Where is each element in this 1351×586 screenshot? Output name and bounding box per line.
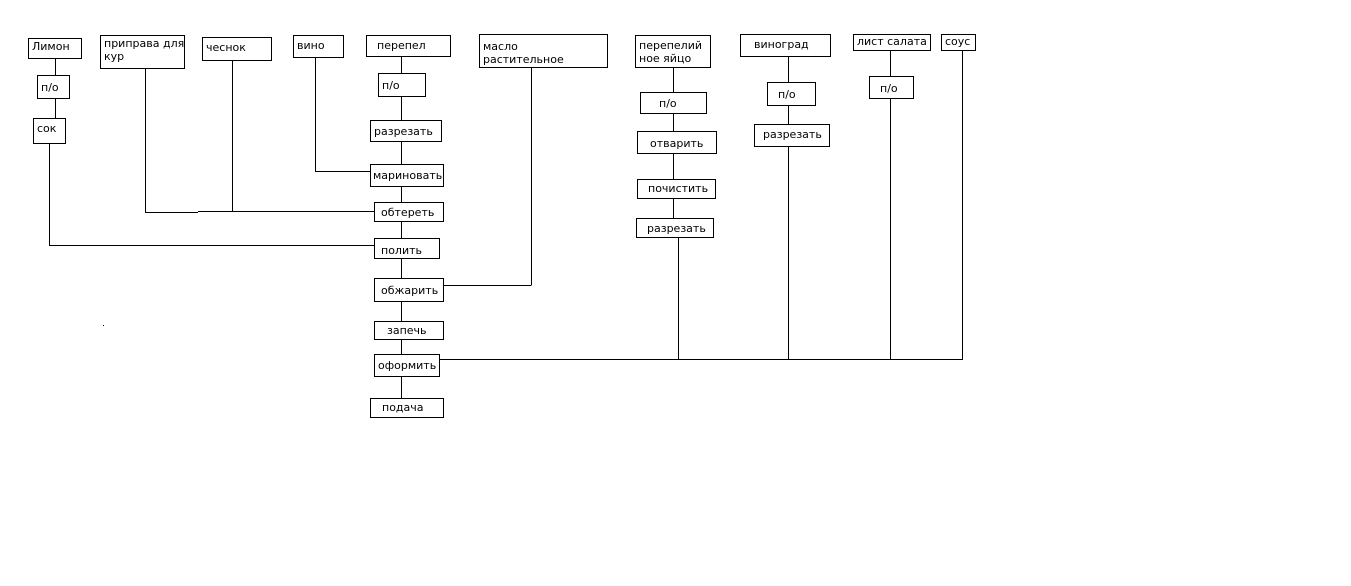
- cut-grapes-box: разрезать: [754, 124, 830, 147]
- sauce-box: соус: [941, 34, 976, 51]
- rub-box: обтереть: [374, 202, 444, 222]
- grapes-peel-box: п/о: [767, 82, 816, 106]
- cut-egg-box: разрезать: [636, 218, 714, 238]
- wine-box: вино: [293, 35, 344, 58]
- pour-box: полить: [374, 238, 440, 259]
- cut-quail-box: разрезать: [370, 120, 442, 142]
- boil-box: отварить: [637, 131, 717, 154]
- grapes-box: виноград: [740, 34, 831, 57]
- vegetable-oil-box: масло растительное: [479, 34, 608, 68]
- lemon-box: Лимон: [28, 38, 82, 59]
- lettuce-peel-box: п/о: [869, 76, 914, 99]
- marinate-box: мариновать: [370, 164, 444, 187]
- peel-egg-box: почистить: [637, 179, 716, 199]
- lemon-peel-box: п/о: [37, 75, 70, 99]
- garlic-box: чеснок: [202, 37, 272, 61]
- quail-peel-box: п/о: [378, 73, 426, 97]
- stray-dot: [103, 325, 104, 326]
- serve-box: подача: [370, 398, 444, 418]
- juice-box: сок: [33, 118, 66, 144]
- chicken-seasoning-box: приправа для кур: [100, 35, 185, 69]
- quail-egg-box: перепелий ное яйцо: [635, 35, 711, 68]
- bake-box: запечь: [374, 321, 444, 340]
- decorate-box: оформить: [374, 354, 440, 377]
- egg-peel-box: п/о: [640, 92, 707, 114]
- fry-box: обжарить: [374, 278, 444, 302]
- lettuce-box: лист салата: [853, 34, 931, 51]
- quail-box: перепел: [366, 35, 451, 57]
